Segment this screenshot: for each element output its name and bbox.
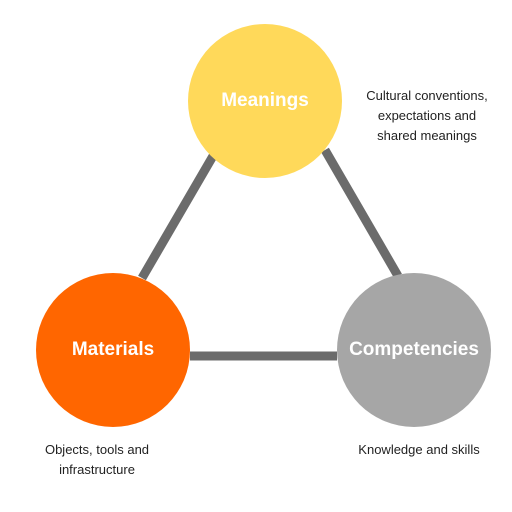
meanings-description-line: expectations and	[377, 108, 477, 123]
node-competencies-label: Competencies	[349, 339, 479, 360]
meanings-description-line: Cultural conventions,	[366, 88, 488, 103]
meanings-description: Cultural conventions, expectations and s…	[352, 86, 502, 146]
connector-meanings-materials	[138, 153, 217, 281]
node-competencies: Competencies	[337, 273, 491, 427]
node-meanings-label: Meanings	[221, 90, 309, 111]
competencies-description-line: Knowledge and skills	[358, 442, 480, 457]
competencies-description: Knowledge and skills	[336, 440, 502, 460]
materials-description-line: Objects, tools and	[44, 442, 150, 457]
meanings-description-line: shared meanings	[377, 128, 477, 143]
connector-meanings-competencies	[321, 147, 402, 279]
materials-description: Objects, tools and infrastructure	[22, 440, 172, 480]
node-meanings: Meanings	[188, 24, 342, 178]
materials-description-line: infrastructure	[59, 462, 135, 477]
node-materials-label: Materials	[71, 339, 155, 360]
node-materials: Materials	[36, 273, 190, 427]
